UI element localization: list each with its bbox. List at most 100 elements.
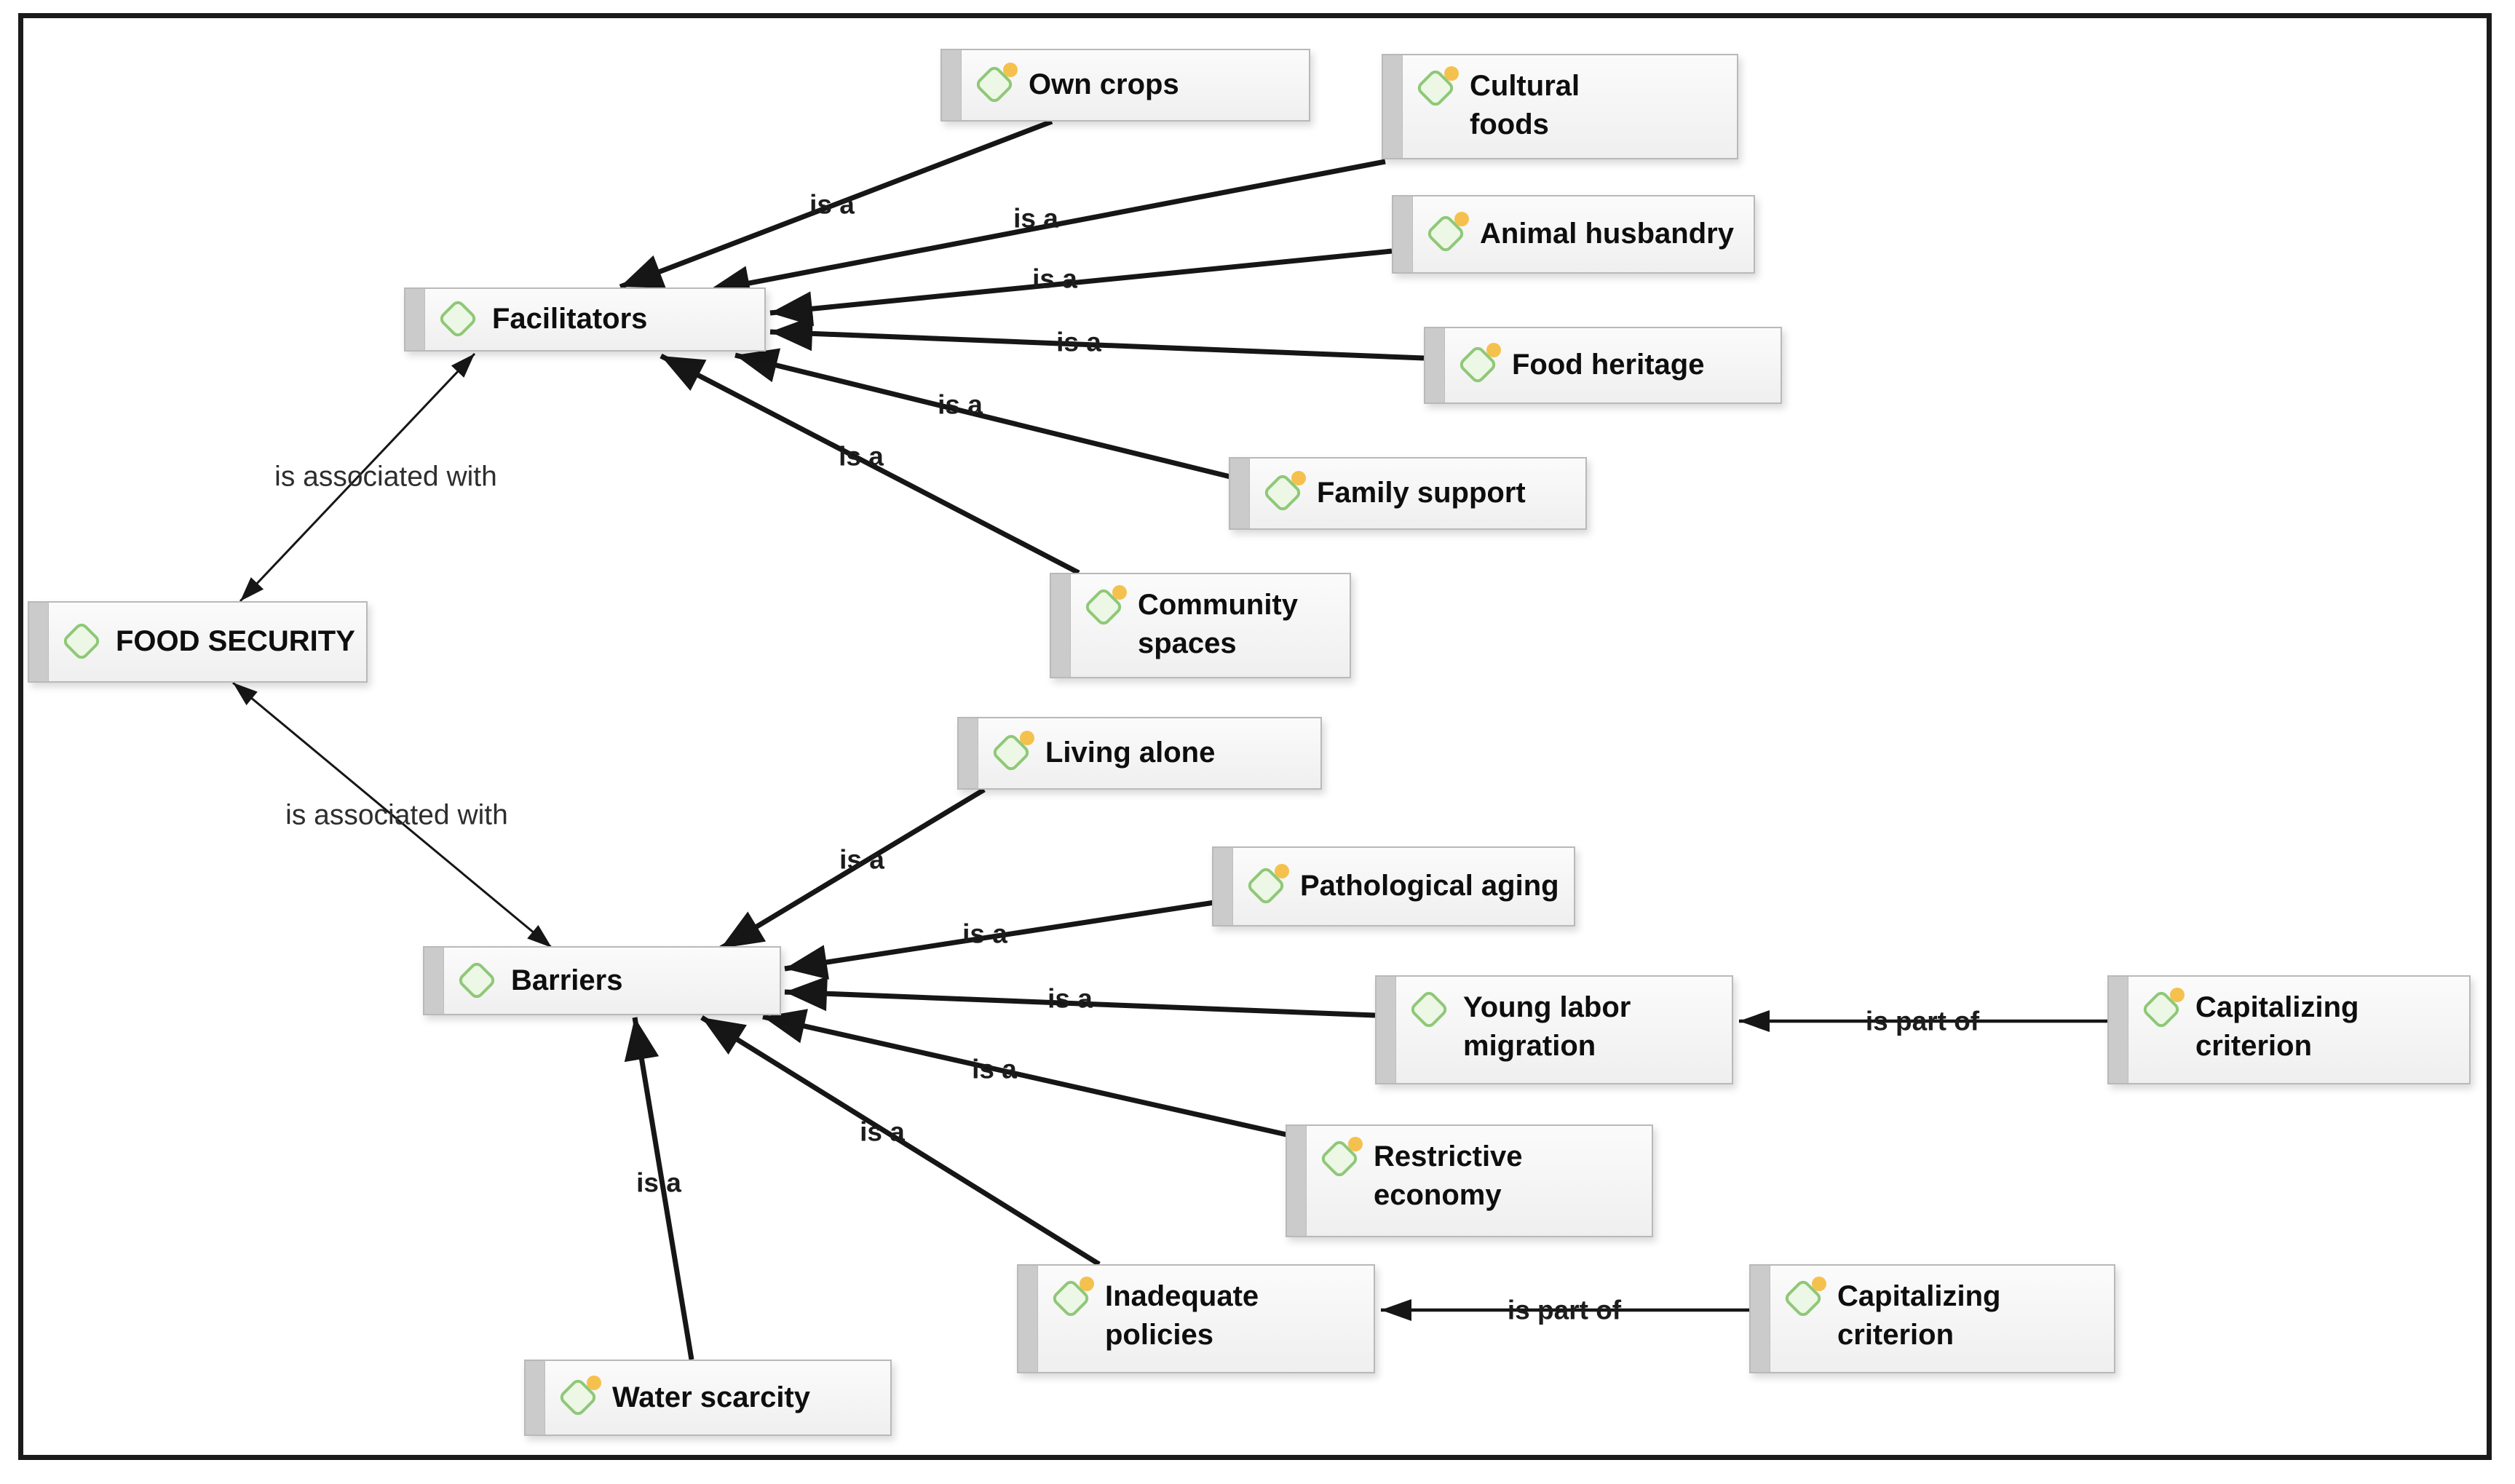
diagram-border [18,13,2492,1460]
node-content: Barriers [444,948,630,1014]
arrowhead-icon [620,255,666,288]
code-icon-wrap [990,731,1034,774]
edge-label: is a [809,190,855,220]
arrowhead-icon [702,1017,747,1055]
node-label-line: criterion [1837,1319,1954,1352]
edge-label: is associated with [285,800,508,831]
concept-node-pathological-aging[interactable]: Pathological aging [1212,846,1575,926]
node-label-line: Animal husbandry [1480,218,1734,250]
edge-line [619,119,1053,290]
arrowhead-icon [527,925,552,948]
edge-label: is a [962,919,1007,949]
edge-line [232,681,552,949]
node-content: Own crops [962,50,1187,120]
concept-node-facilitators[interactable]: Facilitators [404,287,766,352]
edge-line [239,352,476,603]
comment-dot-icon [1275,864,1289,878]
edge-label: is a [636,1168,681,1198]
node-label: Water scarcity [612,1378,810,1417]
code-diamond-icon [1408,988,1450,1031]
concept-node-animal-husbandry[interactable]: Animal husbandry [1392,195,1755,274]
arrowhead-icon [1381,1299,1411,1321]
arrowhead-icon [770,316,813,352]
node-handle-strip [405,289,425,350]
arrowhead-icon [785,945,829,980]
arrowhead-icon [233,683,258,705]
code-icon-wrap [1782,1277,1826,1320]
arrowhead-icon [1739,1010,1770,1032]
code-icon-wrap [437,298,479,340]
node-label-line: criterion [2195,1030,2313,1063]
node-label: Facilitators [492,300,647,338]
arrowhead-icon [661,356,707,391]
edge-line [769,248,1393,316]
node-label-line: Inadequate [1105,1280,1259,1312]
comment-dot-icon [587,1375,601,1390]
code-icon-wrap [60,620,103,662]
node-label-line: Young labor [1463,991,1631,1023]
node-content: Animal husbandry [1413,197,1741,272]
node-label-line: Own crops [1029,68,1179,101]
comment-dot-icon [1486,343,1501,357]
concept-node-water-scarcity[interactable]: Water scarcity [524,1360,892,1436]
node-handle-strip [1751,1266,1770,1372]
code-icon-wrap [973,63,1018,106]
edge-own-crops-isa: is a [619,119,1053,290]
edge-pathological-aging-isa: is a [784,900,1215,980]
node-handle-strip [1051,574,1071,677]
arrowhead-icon [624,1017,660,1063]
node-content: Living alone [978,718,1222,788]
concept-node-food-heritage[interactable]: Food heritage [1424,327,1782,404]
edge-living-alone-isa: is a [719,787,986,951]
node-handle-strip [1425,328,1445,402]
concept-node-barriers[interactable]: Barriers [423,946,781,1015]
edge-label: is a [972,1055,1017,1084]
node-label-line: Community [1138,589,1298,621]
edge-capitalizing-1-partof: is part of [1739,1007,2107,1036]
code-icon-wrap [1414,66,1459,109]
node-label: Barriers [511,961,622,1000]
code-icon-wrap [1082,585,1127,628]
node-handle-strip [1230,459,1250,528]
arrowhead-icon [721,911,767,948]
comment-dot-icon [1112,585,1127,600]
node-label-line: Barriers [511,964,623,996]
concept-node-own-crops[interactable]: Own crops [940,49,1310,122]
edge-family-support-isa: is a [734,348,1231,480]
concept-node-food-security[interactable]: FOOD SECURITY [28,601,368,683]
node-handle-strip [1377,977,1396,1083]
edge-food-heritage-isa: is a [769,316,1425,361]
concept-node-family-support[interactable]: Family support [1229,457,1587,530]
concept-node-living-alone[interactable]: Living alone [957,717,1322,790]
edge-water-scarcity-isa: is a [624,1017,694,1360]
arrowhead-icon [240,577,264,601]
edge-label: is a [860,1117,905,1147]
node-label: Food heritage [1512,346,1704,384]
edge-label: is a [1013,204,1058,234]
comment-dot-icon [1020,731,1034,745]
node-handle-strip [942,50,962,120]
node-handle-strip [29,603,49,681]
arrowhead-icon [735,348,781,383]
code-icon-wrap [1245,864,1289,907]
node-label-line: Living alone [1045,737,1216,769]
node-label: Family support [1317,474,1526,512]
